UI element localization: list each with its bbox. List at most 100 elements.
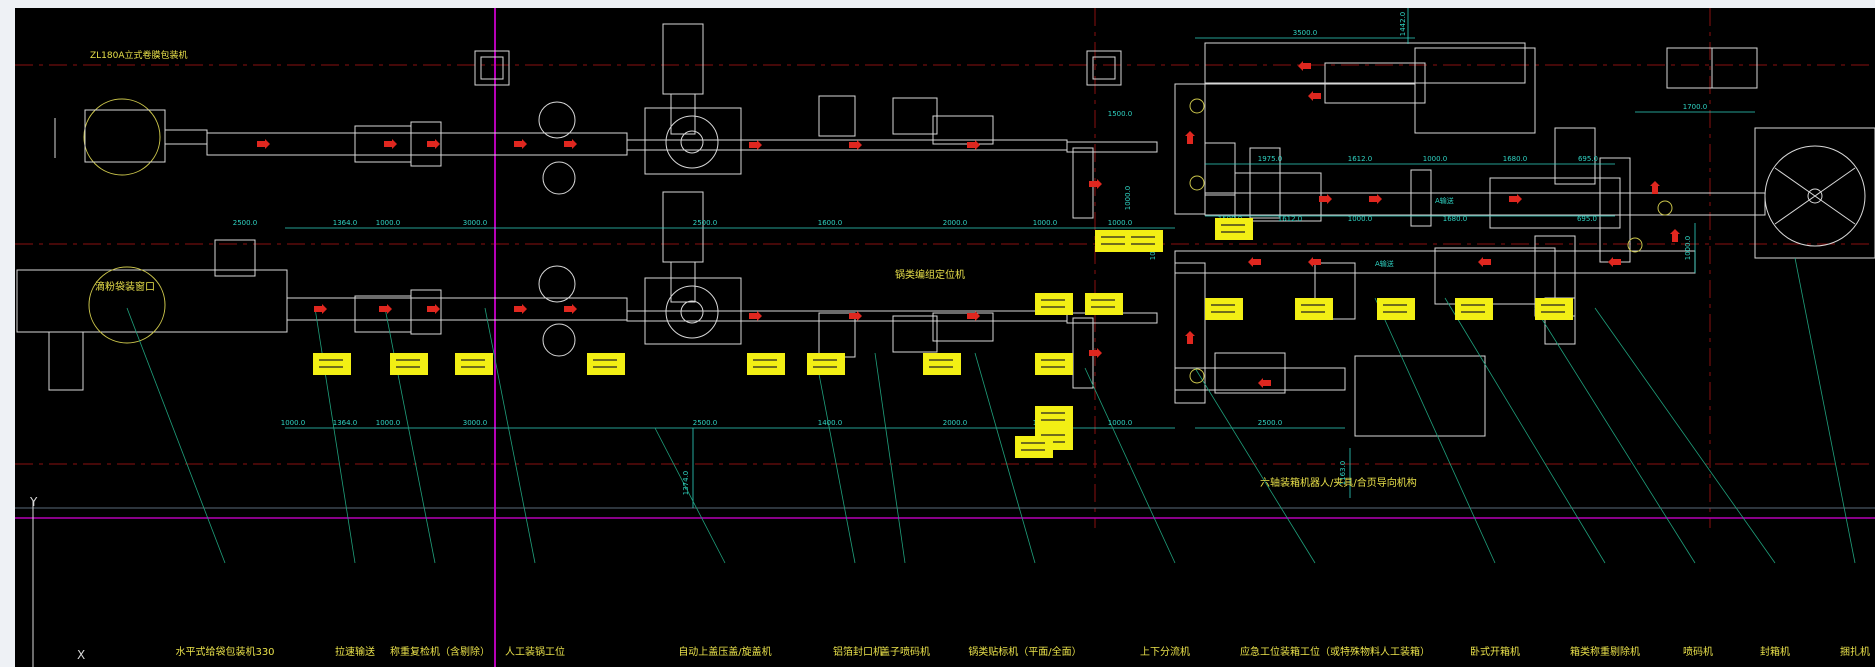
dimension-label: 2500.0: [1258, 419, 1283, 427]
dimension-label: 1000.0: [1033, 219, 1058, 227]
flow-arrow: [514, 139, 527, 149]
dimension-label: 1600.0: [818, 219, 843, 227]
flow-arrow: [379, 304, 392, 314]
robot-label: 六轴装箱机器人/夹具/合页导向机构: [1260, 476, 1417, 489]
dimension-label: 2000.0: [943, 419, 968, 427]
equipment-tag: [1535, 298, 1573, 320]
equipment-tag: [1295, 298, 1333, 320]
legend-label: 水平式给袋包装机330: [175, 645, 274, 658]
flow-arrow: [749, 140, 762, 150]
legend-label: 上下分流机: [1140, 645, 1190, 658]
positioner-label: 锅类编组定位机: [895, 268, 965, 281]
flow-arrow: [967, 311, 980, 321]
vertical-dimension-labels: 1374.0 1163.0: [682, 461, 1347, 496]
upper-production-line: [54, 23, 1875, 263]
legend-label: 箱类称重剔除机: [1570, 645, 1640, 658]
dimension-label: 1680.0: [1503, 155, 1528, 163]
dimension-label: 1612.0: [1278, 215, 1303, 223]
flow-arrow: [1298, 61, 1311, 71]
flow-arrow: [1185, 331, 1195, 344]
cad-drawing-window[interactable]: 2500.0 1364.0 1000.0 3000.0 2500.0 1600.0 2000…: [15, 8, 1875, 667]
dimension-label: 1000.0: [1348, 215, 1373, 223]
flow-arrow: [564, 304, 577, 314]
flow-arrow: [1478, 257, 1491, 267]
dimension-label: 3000.0: [463, 219, 488, 227]
dimension-label: 1000.0: [376, 219, 401, 227]
dimension-label: 1442.0: [1399, 12, 1407, 37]
flow-arrow: [849, 140, 862, 150]
equipment-tag: [1035, 353, 1073, 375]
building-columns: [474, 47, 1758, 89]
equipment-tag: [807, 353, 845, 375]
flow-arrow: [1308, 257, 1321, 267]
conveyor-tag-lower: A输送: [1375, 259, 1394, 268]
dimension-label: 3000.0: [463, 419, 488, 427]
flow-arrow: [564, 139, 577, 149]
production-line-layout: 2500.0 1364.0 1000.0 3000.0 2500.0 1600.0 2000…: [15, 8, 1875, 667]
flow-arrow: [1089, 348, 1102, 358]
flow-arrow: [1369, 194, 1382, 204]
legend-label: 应急工位装箱工位（或特殊物料人工装箱）: [1240, 645, 1430, 658]
flow-arrow: [384, 139, 397, 149]
dimension-label: 1364.0: [333, 419, 358, 427]
legend-label: 喷码机: [1683, 645, 1713, 658]
dimension-label: 2500.0: [693, 219, 718, 227]
equipment-tag: [313, 353, 351, 375]
legend-label: 封箱机: [1760, 645, 1790, 658]
dimension-label: 1000.0: [1108, 419, 1133, 427]
equipment-tag: [1015, 436, 1053, 458]
flow-arrow: [967, 140, 980, 150]
dimension-label: 1000.0: [1423, 155, 1448, 163]
flow-arrow: [1258, 378, 1271, 388]
legend-label: 铝箔封口机: [833, 645, 883, 658]
equipment-tag: [1125, 230, 1163, 252]
flow-arrow: [514, 304, 527, 314]
legend-label: 人工装锅工位: [505, 645, 565, 658]
legend-label: 盖子喷码机: [880, 645, 930, 658]
equipment-tag: [1095, 230, 1133, 252]
equipment-tag: [1035, 293, 1073, 315]
legend-label: 称重复检机（含剔除）: [390, 645, 490, 658]
axis-x-label: X: [77, 648, 85, 662]
flow-arrow: [1319, 194, 1332, 204]
equipment-tag: [1215, 218, 1253, 240]
conveyor-tag-upper: A输送: [1435, 196, 1454, 205]
flow-arrow: [1308, 91, 1321, 101]
flow-arrow: [1650, 181, 1660, 194]
dimension-label: 1400.0: [818, 419, 843, 427]
dimension-label: 1163.0: [1339, 461, 1347, 486]
dimension-label: 3500.0: [1293, 29, 1318, 37]
flow-arrow: [257, 139, 270, 149]
axis-y-label: Y: [29, 495, 38, 509]
flow-arrow: [1089, 179, 1102, 189]
leader-lines: [126, 257, 1856, 564]
flow-arrow: [314, 304, 327, 314]
flow-arrow: [427, 304, 440, 314]
legend-label: 卧式开箱机: [1470, 645, 1520, 658]
dimension-label: 1374.0: [682, 471, 690, 496]
lower-machine-label: 滴粉袋装窗口: [95, 280, 155, 293]
legend-label: 捆扎机: [1840, 645, 1870, 658]
dimension-label: 695.0: [1578, 155, 1598, 163]
dimension-label: 1000.0: [376, 419, 401, 427]
equipment-tag: [587, 353, 625, 375]
flow-arrow: [1608, 257, 1621, 267]
dimension-label: 695.0: [1577, 215, 1597, 223]
dimension-label: 1000.0: [1124, 186, 1132, 211]
legend-label: 锅类贴标机（平面/全面）: [968, 645, 1081, 658]
construction-grid: [15, 8, 1875, 667]
equipment-tag: [1085, 293, 1123, 315]
right-mid-dimension-labels: 1500.01612.01000.01680.0695.01000.01000.…: [1124, 186, 1692, 261]
lower-dimension-labels: 1000.0 1364.0 1000.0 3000.0 2500.0 1400.0 2000…: [281, 419, 1283, 427]
dimension-label: 1000.0: [1108, 219, 1133, 227]
flow-arrows: [257, 61, 1680, 388]
dimension-label: 1680.0: [1443, 215, 1468, 223]
flow-arrow: [1185, 131, 1195, 144]
dimension-label: 1364.0: [333, 219, 358, 227]
equipment-tag: [1035, 406, 1073, 428]
equipment-tag: [455, 353, 493, 375]
routing-rings: [1189, 98, 1673, 384]
